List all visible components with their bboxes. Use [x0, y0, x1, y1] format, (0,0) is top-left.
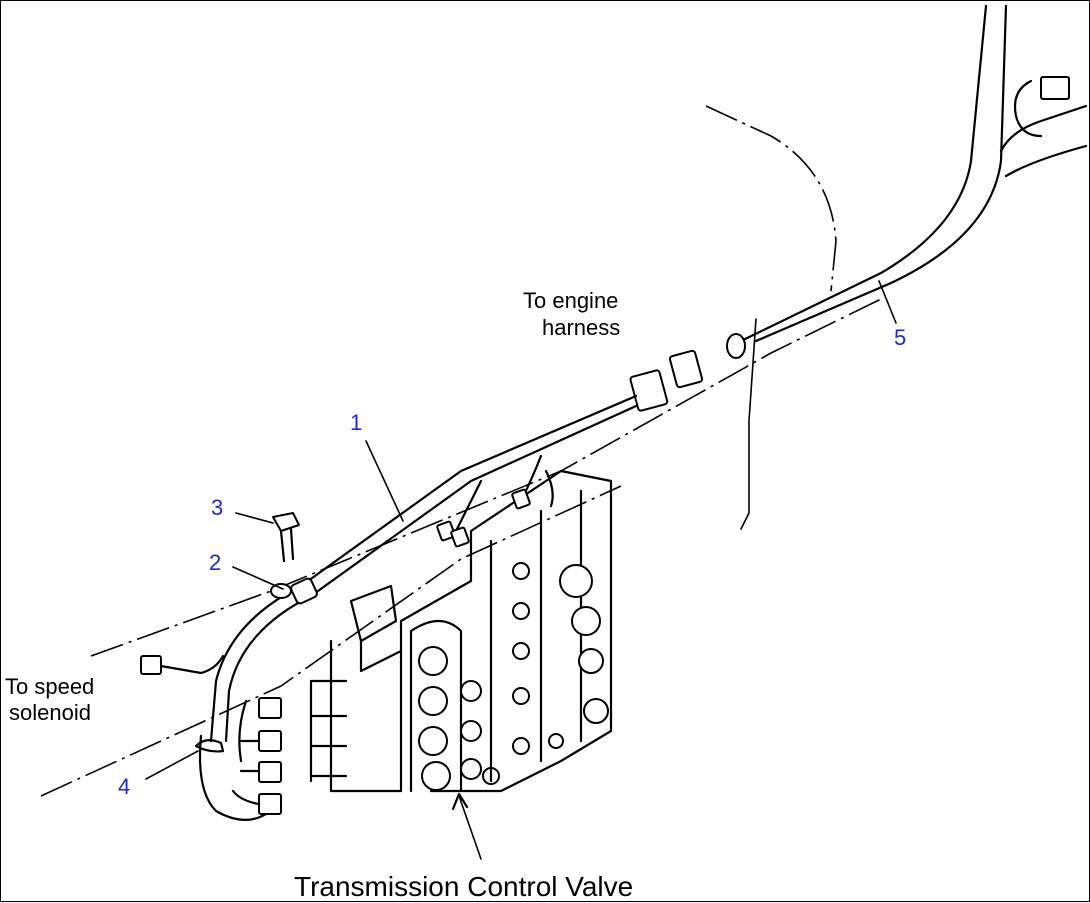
valve-spool-4 [421, 761, 451, 791]
valve-connector-2 [450, 526, 470, 548]
harness-5-loop [1013, 79, 1043, 138]
connector-leads [231, 699, 261, 806]
label-speed-solenoid-2: solenoid [9, 700, 91, 725]
connector-top-right [1040, 76, 1070, 100]
valve-boss-3 [578, 648, 604, 674]
callout-2: 2 [209, 550, 222, 575]
label-engine-harness-1: To engine [523, 288, 619, 313]
solenoid-lead [159, 654, 225, 675]
valve-port-3 [460, 758, 482, 780]
valve-port-1 [460, 680, 482, 702]
leader-4 [145, 750, 199, 780]
leader-5 [878, 280, 897, 324]
leader-1 [365, 440, 404, 522]
callout-5: 5 [894, 325, 907, 350]
reference-line-frame [705, 105, 837, 292]
speed-solenoid-connector [140, 655, 162, 675]
valve-boss-4 [583, 698, 609, 724]
valve-left-block [309, 679, 348, 783]
valve-right-block [489, 489, 583, 783]
valve-plate [349, 584, 403, 673]
callout-1: 1 [350, 410, 363, 435]
valve-column [409, 619, 463, 793]
bolt-3-head [272, 512, 300, 532]
valve-small-4 [512, 687, 530, 705]
harness-5-branch [999, 104, 1088, 178]
leader-valve [458, 795, 482, 860]
connector-d [258, 793, 282, 815]
clamp-2-ring [270, 583, 292, 599]
callout-4: 4 [118, 774, 131, 799]
valve-small-1 [512, 562, 530, 580]
frame-edge-line [740, 318, 757, 530]
connector-a [258, 697, 282, 719]
clamp-2 [290, 577, 318, 605]
valve-boss-2 [571, 606, 601, 636]
harness-1-tail [198, 734, 278, 821]
connector-engine-male [629, 369, 669, 412]
valve-small-3 [512, 642, 530, 660]
valve-small-6 [548, 733, 564, 749]
harness-5 [739, 4, 988, 343]
label-transmission-control-valve: Transmission Control Valve [294, 871, 634, 902]
leader-valve-arrow [451, 792, 469, 811]
label-engine-harness-2: harness [542, 315, 621, 340]
connector-engine-female [668, 349, 704, 389]
clip-4 [194, 739, 225, 753]
valve-connector-1 [436, 520, 456, 542]
connector-b [258, 730, 282, 752]
bolt-3-shank [279, 527, 295, 563]
label-speed-solenoid-1: To speed [5, 674, 95, 699]
connector-c [258, 761, 282, 783]
leader-2 [232, 566, 284, 590]
reference-line-upper [90, 298, 882, 657]
leader-3 [235, 512, 274, 524]
valve-spool-2 [418, 686, 448, 716]
valve-body-outline [329, 469, 613, 793]
sleeve [726, 333, 746, 359]
callout-3: 3 [211, 495, 224, 520]
valve-small-5 [512, 737, 530, 755]
valve-connector-3 [511, 488, 531, 510]
valve-spool-1 [418, 646, 448, 676]
valve-boss-1 [559, 564, 593, 598]
valve-spool-3 [418, 726, 448, 756]
valve-port-2 [460, 720, 482, 742]
valve-small-2 [512, 602, 530, 620]
harness-5-outline [754, 4, 1008, 343]
